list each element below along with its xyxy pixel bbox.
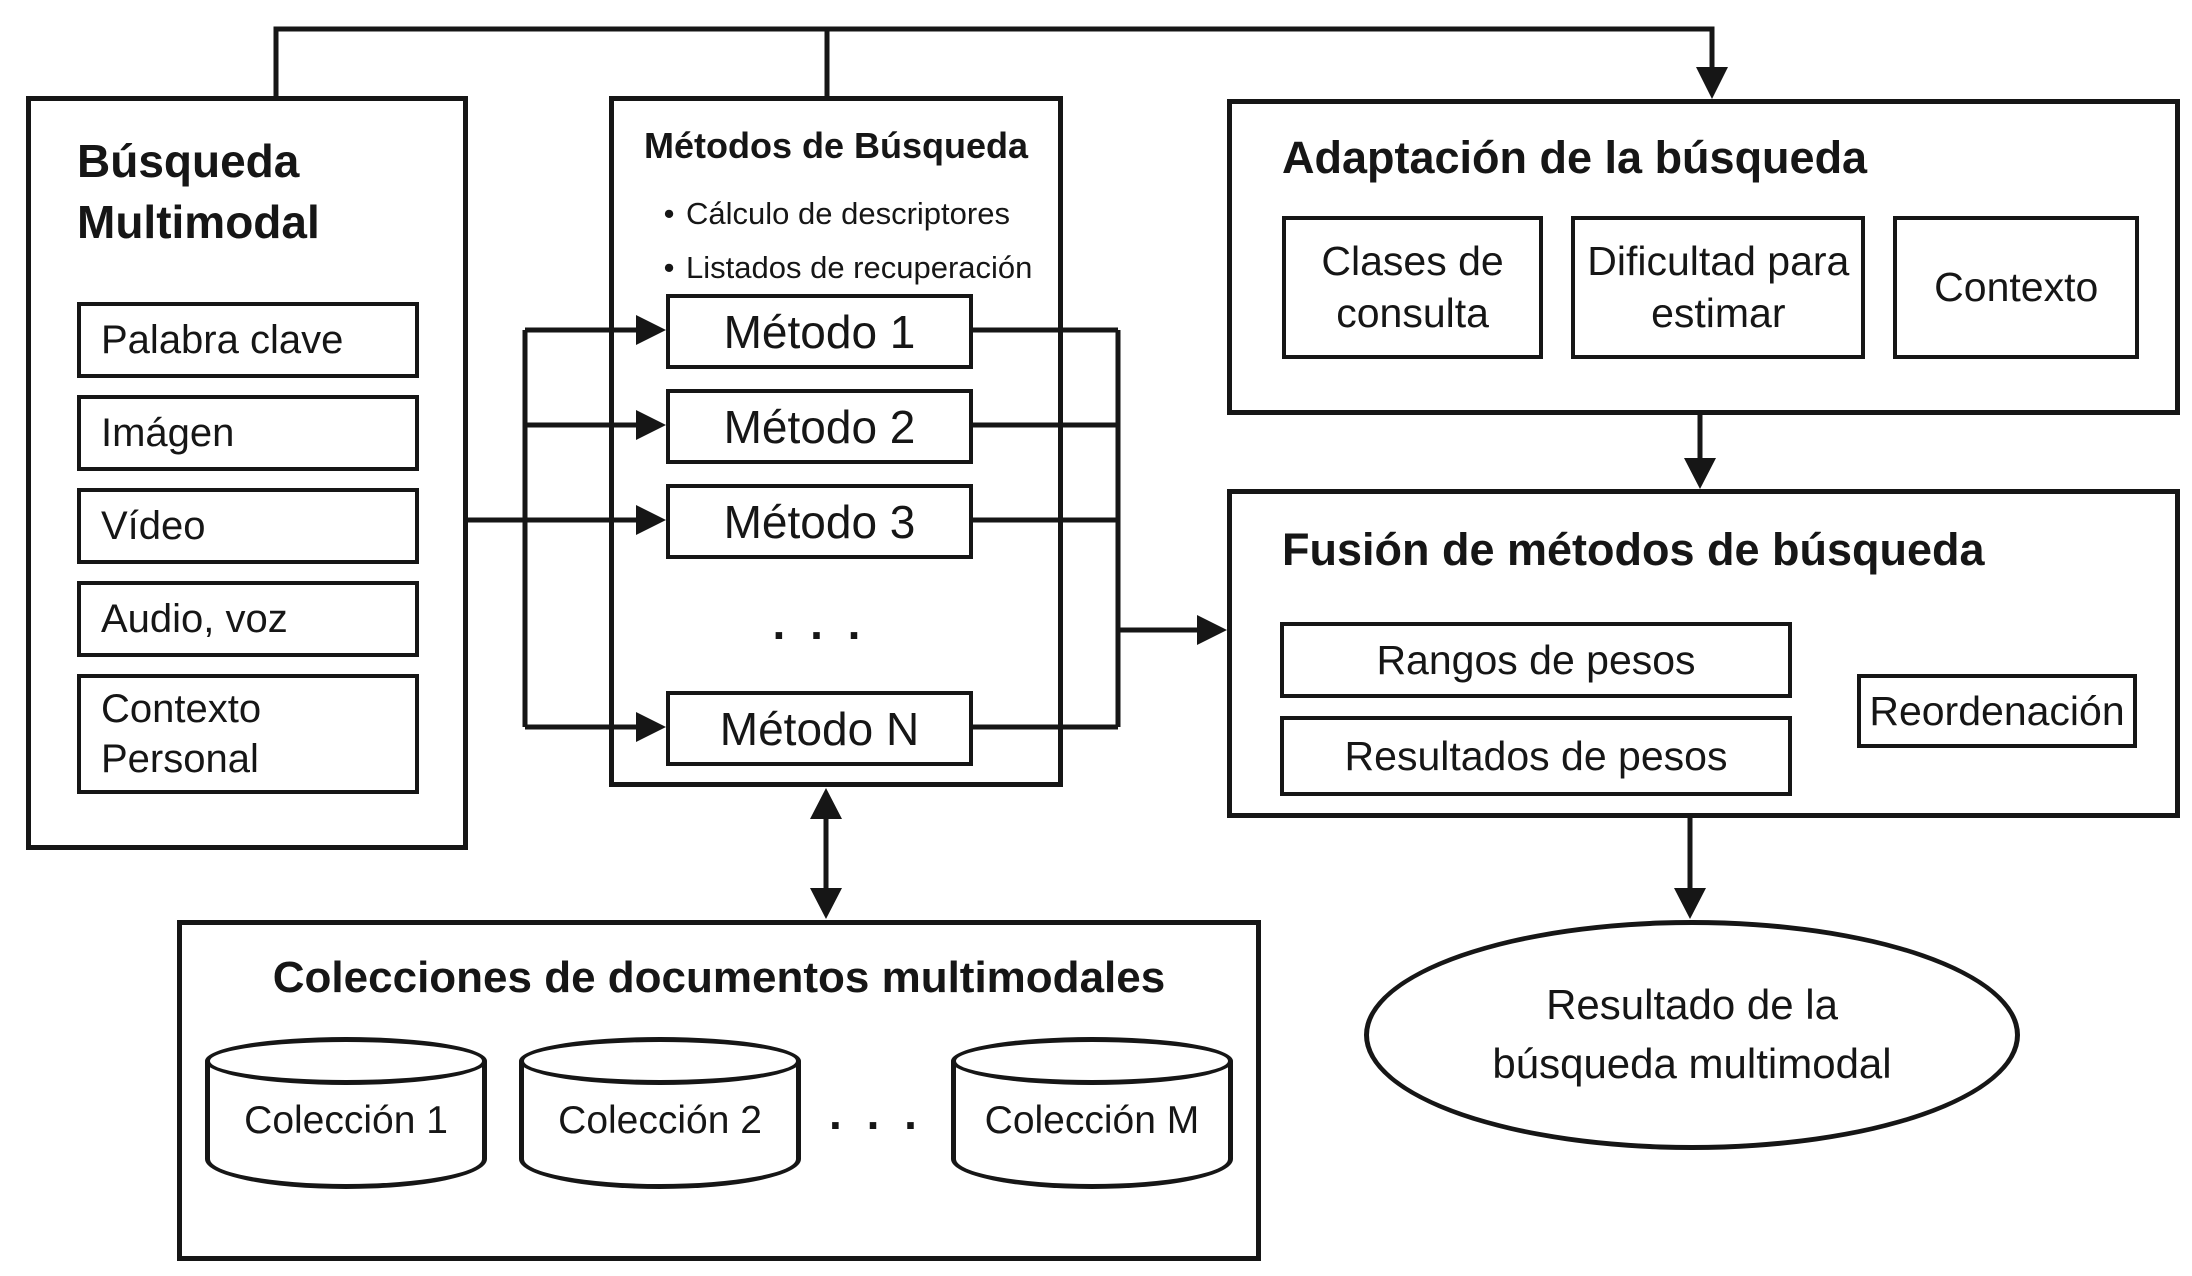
modality-item-video: Vídeo	[77, 488, 419, 565]
resultado-ellipse: Resultado de la búsqueda multimodal	[1364, 920, 2020, 1150]
bullet-icon: •	[663, 250, 675, 286]
fusion-title: Fusión de métodos de búsqueda	[1282, 524, 1985, 575]
modality-item-audio-voz: Audio, voz	[77, 581, 419, 658]
top-connector-line	[273, 26, 1715, 96]
modality-item-imagen: Imágen	[77, 395, 419, 472]
cylinder-label: Colección M	[984, 1099, 1200, 1142]
method-n-box: Método N	[666, 691, 973, 766]
modality-item-palabra-clave: Palabra clave	[77, 302, 419, 379]
adapt-item-dificultad-estimar: Dificultad para estimar	[1571, 216, 1866, 359]
arrow-into-adaptacion	[1696, 67, 1728, 99]
colecciones-title: Colecciones de documentos multimodales	[272, 953, 1166, 1002]
collections-ellipsis: . . .	[829, 1087, 923, 1139]
bullet-item-descriptores: • Cálculo de descriptores	[652, 187, 1032, 241]
metodos-busqueda-title: Métodos de Búsqueda	[643, 125, 1029, 166]
bullet-item-label: Cálculo de descriptores	[686, 196, 1010, 231]
method-2-box: Método 2	[666, 389, 973, 464]
cylinder-top	[950, 1037, 1233, 1085]
arrow-adaptacion-to-fusion	[1684, 415, 1716, 489]
cylinder-label: Colección 2	[558, 1099, 762, 1142]
database-cylinder-coleccion-1: Colección 1	[205, 1037, 488, 1189]
adapt-item-contexto: Contexto	[1893, 216, 2139, 359]
fusion-metodos-box: Fusión de métodos de búsqueda Rangos de …	[1227, 489, 2180, 818]
metodos-busqueda-box: Métodos de Búsqueda • Cálculo de descript…	[609, 96, 1063, 787]
methods-ellipsis: . . .	[772, 597, 867, 649]
busqueda-multimodal-title: Búsqueda Multimodal	[77, 135, 320, 248]
cylinder-body	[950, 1061, 1233, 1189]
cylinder-label: Colección 1	[244, 1099, 448, 1142]
adaptacion-busqueda-box: Adaptación de la búsqueda Clases de cons…	[1227, 99, 2180, 415]
fusion-item-resultados-pesos: Resultados de pesos	[1280, 716, 1792, 796]
cylinder-top	[519, 1037, 802, 1085]
bullet-item-listados: • Listados de recuperación	[652, 241, 1033, 295]
arrow-fusion-to-resultado	[1674, 818, 1706, 919]
adaptacion-title: Adaptación de la búsqueda	[1282, 132, 1868, 183]
double-arrow-methods-collections	[810, 788, 842, 919]
modality-item-contexto-personal: Contexto Personal	[77, 674, 419, 795]
method-1-box: Método 1	[666, 294, 973, 369]
collections-row: Colección 1 Colección 2 . . . Colección …	[182, 1037, 1256, 1189]
bullet-item-label: Listados de recuperación	[686, 250, 1033, 286]
colecciones-box: Colecciones de documentos multimodales C…	[177, 920, 1261, 1261]
database-cylinder-coleccion-m: Colección M	[950, 1037, 1233, 1189]
adaptacion-items-row: Clases de consulta Dificultad para estim…	[1282, 216, 2139, 359]
method-3-box: Método 3	[666, 484, 973, 559]
fusion-item-reordenacion: Reordenación	[1857, 674, 2137, 748]
database-cylinder-coleccion-2: Colección 2	[519, 1037, 802, 1189]
fusion-item-rangos-pesos: Rangos de pesos	[1280, 622, 1792, 698]
busqueda-multimodal-box: Búsqueda Multimodal Palabra clave Imágen…	[26, 96, 468, 850]
metodos-bullet-list: • Cálculo de descriptores • Listados de re…	[652, 187, 1033, 296]
bullet-icon: •	[663, 196, 675, 231]
adapt-item-clases-consulta: Clases de consulta	[1282, 216, 1544, 359]
cylinder-top	[205, 1037, 488, 1085]
modality-list: Palabra clave Imágen Vídeo Audio, voz Co…	[77, 302, 419, 795]
